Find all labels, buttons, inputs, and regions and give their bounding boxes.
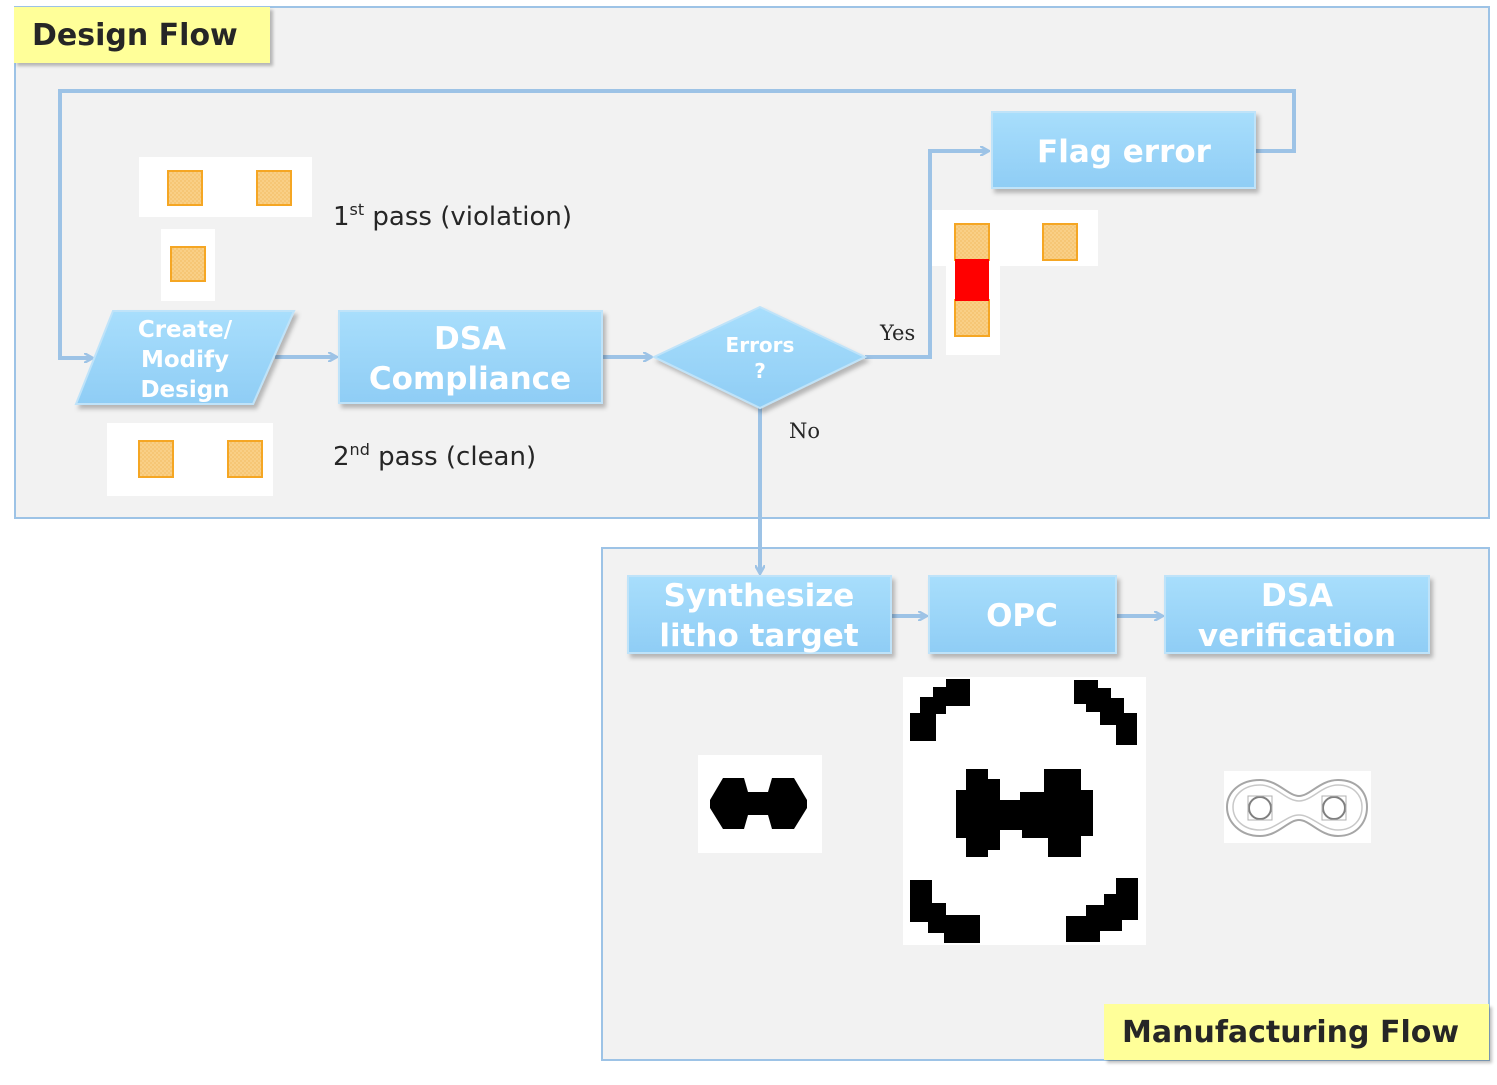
connectors [58,89,1296,616]
first-pass-label: 1st pass (violation) [333,200,572,232]
manufacturing-flow-title: Manufacturing Flow [1104,1004,1489,1060]
opc-label: OPC [986,598,1058,634]
first-pass-suffix: st [349,200,365,219]
yes-arrow [865,151,988,359]
create-modify-line-3: Design [140,377,229,403]
litho-target-image [698,755,822,853]
via-square [954,223,990,261]
design-flow-title: Design Flow [14,7,270,63]
loop-back-arrow [58,89,1296,358]
second-pass-layout [107,423,273,496]
create-modify-line-2: Modify [141,347,229,373]
via-square [170,246,206,282]
dsa-verification-line-1: DSA [1261,578,1333,614]
second-pass-text: pass (clean) [369,442,537,472]
dsa-compliance-node: DSA Compliance [338,310,603,404]
second-pass-number: 2 [333,442,350,472]
via-square [227,440,263,478]
create-modify-line-1: Create/ [138,317,233,343]
synthesize-line-1: Synthesize [664,578,855,614]
first-pass-number: 1 [333,202,350,232]
first-pass-layout [139,157,312,301]
dsa-verification-image [1224,771,1371,843]
second-pass-suffix: nd [349,440,370,459]
via-square [954,299,990,337]
errors-line-1: Errors [726,333,795,357]
synthesize-node: Synthesize litho target [627,575,892,654]
no-label: No [789,419,821,443]
dsa-verification-line-2: verification [1198,618,1396,654]
create-modify-design-node: Create/ Modify Design [74,310,296,405]
via-square [138,440,174,478]
via-square [167,170,203,206]
second-pass-label: 2nd pass (clean) [333,440,537,472]
errors-decision-node: Errors ? [651,305,868,410]
first-pass-text: pass (violation) [364,202,572,232]
flag-error-node: Flag error [991,111,1256,189]
opc-mask-image [903,677,1146,945]
synthesize-line-2: litho target [659,618,858,654]
violation-marker [955,259,989,301]
dsa-compliance-line-1: DSA [434,321,506,357]
flag-error-label: Flag error [1037,134,1212,170]
dsa-verification-node: DSA verification [1164,575,1430,654]
via-square [1042,223,1078,261]
yes-label: Yes [880,321,916,345]
via-square [256,170,292,206]
errors-line-2: ? [754,359,766,383]
opc-node: OPC [928,575,1117,654]
violation-layout [932,210,1098,355]
dsa-compliance-line-2: Compliance [369,361,571,397]
